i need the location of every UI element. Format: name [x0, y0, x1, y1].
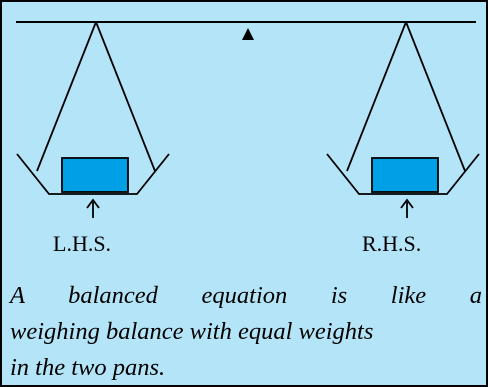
- caption-line: A balanced equation is like a: [10, 282, 482, 309]
- caption: A balanced equation is like a weighing b…: [10, 278, 482, 386]
- right-arrow-icon: [400, 198, 414, 218]
- fulcrum-icon: [242, 28, 254, 40]
- caption-line: weighing balance with equal weights: [10, 318, 374, 345]
- right-weight: [371, 157, 439, 193]
- lhs-label: L.H.S.: [53, 231, 112, 256]
- weighing-balance: [16, 21, 480, 218]
- left-weight: [61, 157, 129, 193]
- rhs-label: R.H.S.: [362, 231, 422, 256]
- caption-line: in the two pans.: [10, 354, 166, 381]
- left-pan: [16, 21, 170, 218]
- left-arrow-icon: [86, 198, 100, 218]
- right-pan: [326, 21, 480, 218]
